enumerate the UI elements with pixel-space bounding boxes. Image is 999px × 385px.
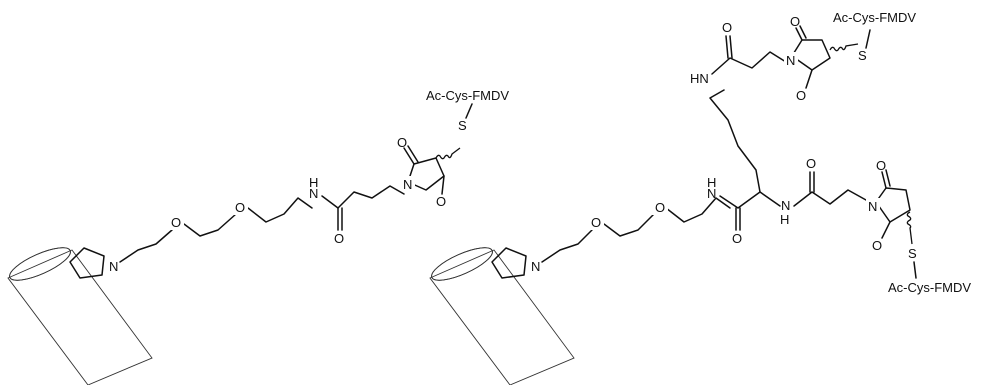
atom-o-imide-top-2: O <box>796 88 806 103</box>
peg-linker <box>541 197 731 263</box>
label-ac-cys-fmdv-bottom: Ac-Cys-FMDV <box>888 280 971 295</box>
peg-linker <box>119 197 313 263</box>
bis-conjugate: N O O N H O HN O N O O S Ac-Cys-FMDV <box>429 10 971 385</box>
atom-hn-lysine-epsilon: HN <box>690 71 709 86</box>
label-ac-cys-fmdv-top: Ac-Cys-FMDV <box>833 10 916 25</box>
atom-h-alpha-amide: H <box>780 212 789 227</box>
succinimide-ring-bottom <box>875 169 911 239</box>
carbon-nanotube-icon <box>7 247 153 385</box>
atom-o-alpha-carbonyl: O <box>806 156 816 171</box>
lysine-side-chain <box>709 89 761 193</box>
atom-h-amide: H <box>707 175 716 190</box>
succinimide-ring <box>403 145 445 195</box>
mono-conjugate: N O O N H O N O O S Ac-Cys-FMDV <box>7 88 509 385</box>
atom-o-imide-bottom-1: O <box>876 158 886 173</box>
atom-h-amide: H <box>309 175 318 190</box>
atom-n-pyrrolidine: N <box>531 259 540 274</box>
atom-n-alpha-amide: N <box>781 198 790 213</box>
atom-s-thioether-top: S <box>858 48 867 63</box>
pyrrolidine-ring <box>69 247 105 279</box>
atom-n-imide-bottom: N <box>868 199 877 214</box>
succinimide-ring-top <box>791 25 831 89</box>
atom-n-pyrrolidine: N <box>109 259 118 274</box>
atom-o-amide-carbonyl: O <box>334 231 344 246</box>
atom-o-epsilon-carbonyl: O <box>722 20 732 35</box>
atom-n-imide-top: N <box>786 53 795 68</box>
atom-o-ether-2: O <box>235 200 245 215</box>
atom-o-amide-carbonyl: O <box>732 231 742 246</box>
atom-o-imide-top: O <box>397 135 407 150</box>
atom-o-ether-2: O <box>655 200 665 215</box>
pyrrolidine-ring <box>491 247 527 279</box>
atom-o-imide-top-1: O <box>790 14 800 29</box>
atom-s-thioether-bottom: S <box>908 246 917 261</box>
label-ac-cys-fmdv-left: Ac-Cys-FMDV <box>426 88 509 103</box>
atom-o-imide-bottom: O <box>436 194 446 209</box>
atom-o-imide-bottom-2: O <box>872 238 882 253</box>
atom-n-imide: N <box>403 177 412 192</box>
carbon-nanotube-icon <box>429 247 575 385</box>
atom-s-thioether: S <box>458 118 467 133</box>
atom-n-amide: N <box>707 186 716 201</box>
atom-n-amide: N <box>309 186 318 201</box>
atom-o-ether-1: O <box>591 215 601 230</box>
atom-o-ether-1: O <box>171 215 181 230</box>
